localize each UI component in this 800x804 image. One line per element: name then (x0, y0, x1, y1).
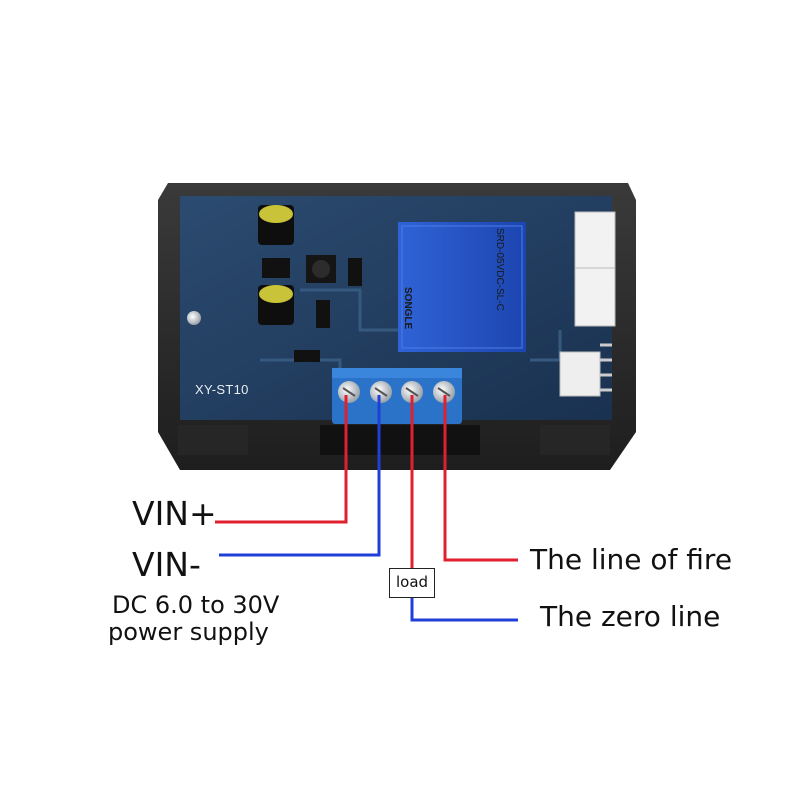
vin-plus-label: VIN+ (132, 494, 217, 533)
fire-line-label: The line of fire (530, 543, 733, 576)
zero-line-label: The zero line (540, 600, 721, 633)
side-connector (559, 211, 616, 397)
terminal-block (332, 368, 462, 424)
smd-components (262, 255, 362, 362)
wire-vin-plus (215, 395, 348, 524)
capacitor (258, 205, 294, 325)
mount-screw (187, 311, 201, 325)
relay (398, 222, 526, 352)
relay-brand: SONGLE (402, 287, 413, 330)
board-model-label: XY-ST10 (195, 382, 249, 397)
supply-type-label: power supply (108, 618, 269, 646)
vin-minus-label: VIN- (132, 545, 201, 584)
wire-load (410, 395, 518, 622)
supply-voltage-label: DC 6.0 to 30V (112, 591, 280, 619)
wire-fire (443, 395, 518, 562)
load-box: load (389, 568, 435, 598)
wire-vin-minus (219, 395, 381, 557)
relay-part-number: SRD-05VDC-SL-C (494, 228, 505, 311)
